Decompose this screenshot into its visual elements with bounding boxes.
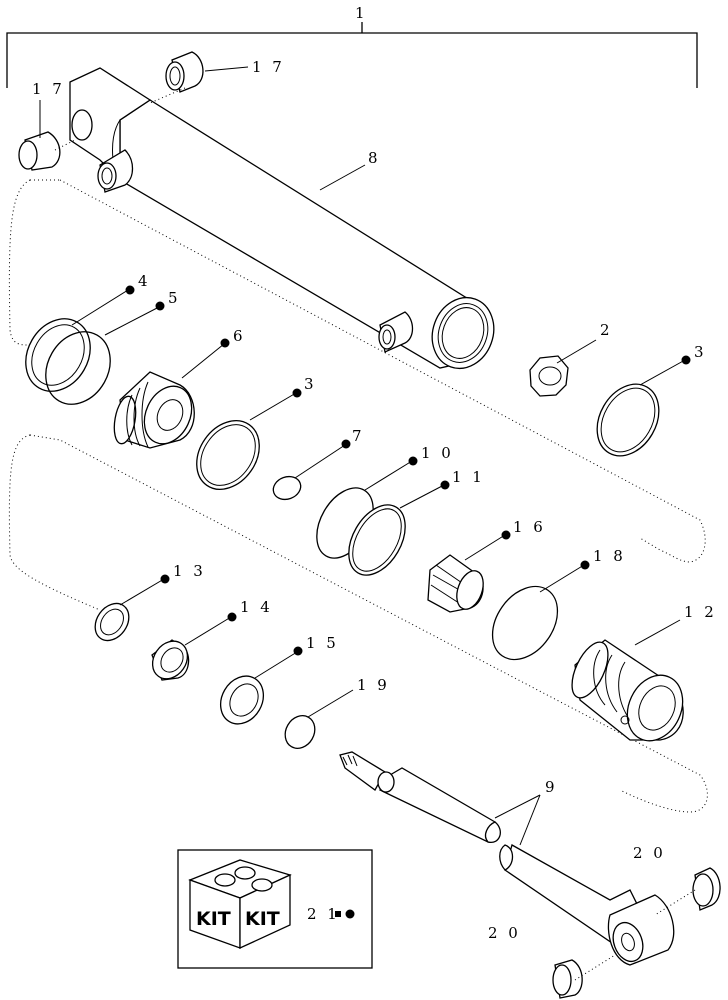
callout-21: 2 1 (307, 905, 340, 923)
spacer-16 (427, 554, 484, 613)
callout-15: 1 5 (306, 634, 339, 652)
callout-3-right: 3 (694, 343, 707, 361)
seal-kit-outline-upper (8, 179, 706, 563)
bushing-17-top (165, 51, 204, 93)
callout-5: 5 (168, 289, 181, 307)
bushing-20-bottom (552, 959, 583, 999)
callout-13: 1 3 (173, 562, 206, 580)
callout-19: 1 9 (357, 676, 390, 694)
seal-15 (219, 675, 265, 725)
bushing-20-right (692, 867, 721, 911)
callout-1: 1 (355, 4, 368, 22)
callout-17-left: 1 7 (32, 80, 65, 98)
oring-7 (272, 475, 302, 501)
callout-6: 6 (233, 327, 246, 345)
assembly-bracket (6, 22, 698, 88)
cylinder-barrel (69, 67, 495, 370)
callout-20-bottom: 2 0 (488, 924, 521, 942)
callout-11: 1 1 (452, 468, 485, 486)
callout-20-right: 2 0 (633, 844, 666, 862)
bushing-17-left (18, 131, 61, 171)
seal-3-left (196, 420, 260, 490)
leader-lines (39, 66, 686, 846)
callout-7: 7 (352, 427, 365, 445)
ring-13 (94, 602, 130, 642)
oring-19 (284, 715, 316, 749)
ring-4 (25, 318, 91, 392)
seal-kit-box: KIT KIT (177, 849, 373, 969)
callout-14: 1 4 (240, 598, 273, 616)
piston-6 (113, 371, 195, 449)
nut-2 (529, 355, 569, 397)
ring-5 (45, 331, 111, 405)
seal-3-right (596, 383, 660, 457)
callout-4: 4 (138, 272, 151, 290)
callout-3-left: 3 (304, 375, 317, 393)
callout-9: 9 (545, 778, 558, 796)
callout-dots (125, 285, 691, 656)
callout-12: 1 2 (684, 603, 717, 621)
callout-10: 1 0 (421, 444, 454, 462)
wiper-14 (151, 639, 190, 681)
callout-17-top: 1 7 (252, 58, 285, 76)
ring-11 (348, 504, 406, 576)
kit-label-right: KIT (245, 908, 280, 930)
kit-label-left: KIT (196, 908, 231, 930)
callout-18: 1 8 (593, 547, 626, 565)
piston-rod-9 (339, 751, 675, 966)
callout-2: 2 (600, 321, 613, 339)
seal-kit-outline-lower (8, 434, 708, 813)
callout-8: 8 (368, 149, 381, 167)
callout-16: 1 6 (513, 518, 546, 536)
gland-12 (571, 639, 684, 742)
oring-18 (491, 585, 559, 661)
